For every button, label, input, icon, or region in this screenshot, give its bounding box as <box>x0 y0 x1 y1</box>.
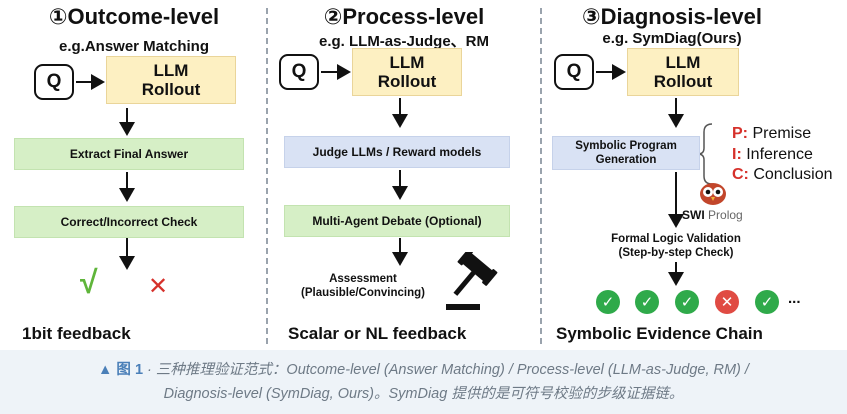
pic-label: Premise <box>752 125 812 142</box>
pic-inference: I: Inference <box>732 146 813 164</box>
column-2-subtitle: e.g. LLM-as-Judge、RM <box>318 33 489 50</box>
formal-logic-validation: Formal Logic Validation (Step-by-step Ch… <box>586 232 766 260</box>
figure-panel: ①Outcome-level e.g.Answer Matching Q LLM… <box>0 0 847 350</box>
assessment-label: Assessment (Plausible/Convincing) <box>288 272 438 300</box>
column-1-subtitle: e.g.Answer Matching <box>58 38 210 55</box>
divider-right <box>540 8 542 344</box>
validation-detail: (Step-by-step Check) <box>618 247 734 259</box>
caption-lead: ▲ 图 1 <box>98 362 144 378</box>
chain-check-icon: ✓ <box>596 290 620 314</box>
logo-text: Prolog <box>708 208 743 222</box>
column-3-subtitle: e.g. SymDiag(Ours) <box>602 30 742 47</box>
column-3-llm-rollout: LLM Rollout <box>627 48 739 96</box>
column-2-query-box: Q <box>279 54 319 90</box>
column-2-llm-rollout: LLM Rollout <box>352 48 462 96</box>
gavel-icon <box>446 252 498 310</box>
caption-line-1: ▲ 图 1 · 三种推理验证范式：Outcome-level (Answer M… <box>0 358 847 382</box>
pic-premise: P: Premise <box>732 125 811 143</box>
incorrect-cross-icon: ✕ <box>148 273 169 300</box>
column-1-query-box: Q <box>34 64 74 100</box>
step-line-1: Symbolic Program <box>575 140 677 152</box>
chain-check-icon: ✓ <box>755 290 779 314</box>
pic-brace <box>697 123 713 185</box>
pic-label: Inference <box>746 146 813 163</box>
assessment-detail: (Plausible/Convincing) <box>301 287 425 299</box>
chain-check-icon: ✓ <box>635 290 659 314</box>
owl-icon <box>700 183 726 205</box>
correct-check-icon: √ <box>80 264 98 300</box>
extract-final-answer-step: Extract Final Answer <box>14 138 244 170</box>
step-line-2: Generation <box>595 154 657 166</box>
column-3-title: ③Diagnosis-level <box>581 4 763 29</box>
llm-label: LLM <box>153 61 189 80</box>
judge-llms-reward-models-step: Judge LLMs / Reward models <box>284 136 510 168</box>
assessment-title: Assessment <box>329 273 397 285</box>
rollout-label: Rollout <box>141 80 201 99</box>
column-1-title: ①Outcome-level <box>48 4 220 29</box>
column-1-llm-rollout: LLM Rollout <box>106 56 236 104</box>
pic-key: C: <box>732 166 749 183</box>
pic-key: P: <box>732 125 748 142</box>
swi-prolog-logo: SWI Prolog <box>682 208 743 222</box>
chain-ellipsis: ... <box>788 290 801 307</box>
caption-text-2: Diagnosis-level (SymDiag, Ours)。SymDiag … <box>163 386 684 402</box>
pic-key: I: <box>732 146 742 163</box>
column-1-footer: 1bit feedback <box>22 324 131 343</box>
pic-conclusion: C: Conclusion <box>732 166 833 184</box>
column-3-footer: Symbolic Evidence Chain <box>556 324 763 343</box>
llm-label: LLM <box>665 53 701 72</box>
chain-cross-icon: ✕ <box>715 290 739 314</box>
correct-incorrect-check-step: Correct/Incorrect Check <box>14 206 244 238</box>
symbolic-program-generation-step: Symbolic Program Generation <box>552 136 700 170</box>
column-2-title: ②Process-level <box>323 4 485 29</box>
logo-brand: SWI <box>682 208 705 222</box>
llm-label: LLM <box>389 53 425 72</box>
pic-label: Conclusion <box>753 166 833 183</box>
multi-agent-debate-step: Multi-Agent Debate (Optional) <box>284 205 510 237</box>
rollout-label: Rollout <box>653 72 713 91</box>
chain-check-icon: ✓ <box>675 290 699 314</box>
divider-left <box>266 8 268 344</box>
column-2-footer: Scalar or NL feedback <box>288 324 467 343</box>
figure-caption: ▲ 图 1 · 三种推理验证范式：Outcome-level (Answer M… <box>0 358 847 406</box>
caption-text-1: · 三种推理验证范式：Outcome-level (Answer Matchin… <box>143 362 749 378</box>
validation-title: Formal Logic Validation <box>611 233 741 245</box>
rollout-label: Rollout <box>377 72 437 91</box>
column-3-query-box: Q <box>554 54 594 90</box>
